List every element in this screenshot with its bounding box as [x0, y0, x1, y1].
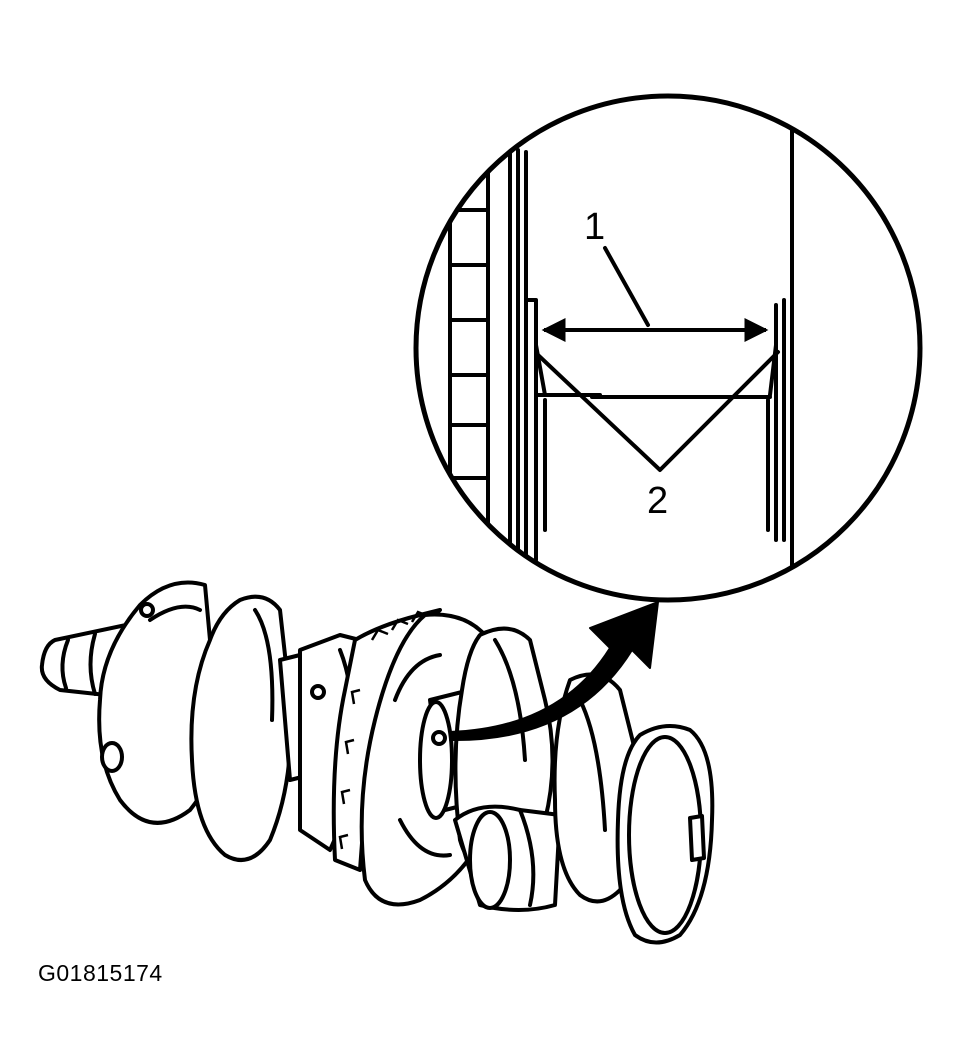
figure-id: G01815174 [38, 960, 163, 986]
left-flank [524, 298, 602, 562]
rear-flange [615, 724, 715, 945]
leader-line-1 [603, 246, 650, 327]
detail-arrow [449, 601, 659, 742]
right-wall [590, 118, 812, 600]
crankshaft [39, 580, 715, 945]
leader-line-2 [536, 350, 780, 472]
rear-journal [453, 804, 562, 912]
detail-magnification [413, 93, 923, 603]
callout-1: 1 [584, 206, 606, 248]
left-wall [448, 138, 528, 600]
callout-2: 2 [647, 480, 669, 522]
